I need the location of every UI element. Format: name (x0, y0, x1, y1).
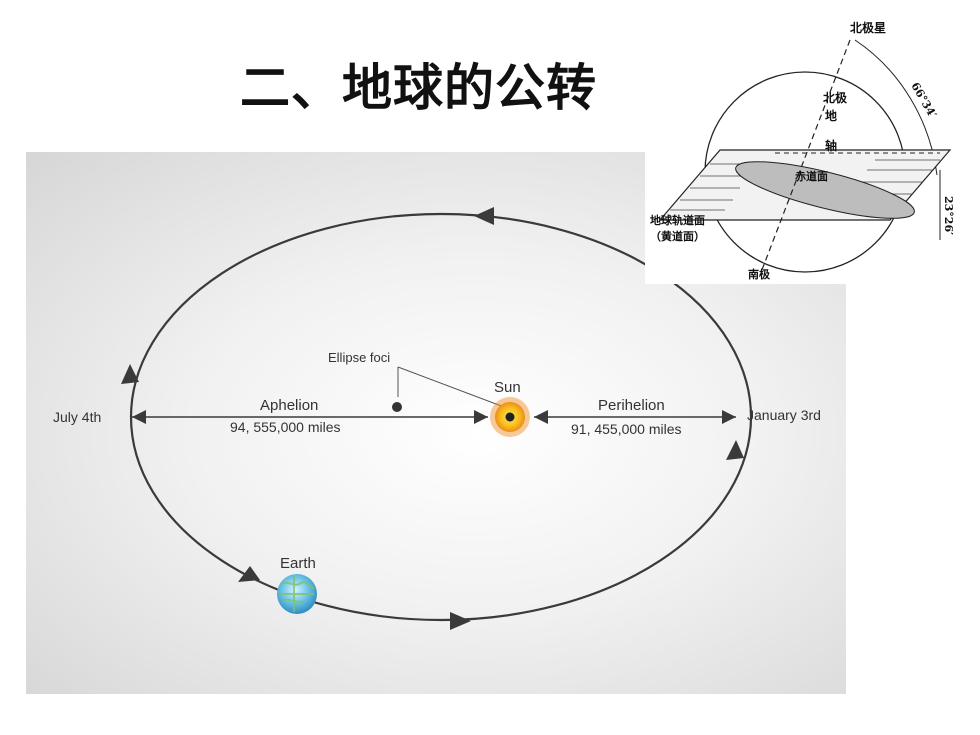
tilt-svg: 北极星 北极 地 轴 赤道面 地球轨道面 （黄道面） 南极 66°34′ 23°… (650, 20, 955, 281)
equatorial-plane (735, 161, 915, 219)
angle-b-label: 23°26′ (942, 196, 955, 235)
orbit-arrow-top (474, 207, 494, 225)
south-pole-label: 南极 (748, 267, 771, 281)
ellipse-foci-label: Ellipse foci (328, 350, 390, 365)
page-title: 二、地球的公转 (240, 59, 597, 117)
earth-tilt-diagram: 北极星 北极 地 轴 赤道面 地球轨道面 （黄道面） 南极 66°34′ 23°… (645, 10, 980, 284)
orbit-arrow-right (726, 440, 744, 460)
orbit-svg: Ellipse foci Sun Earth July 4th January … (53, 207, 821, 630)
earth-icon (277, 574, 317, 614)
sun-label: Sun (494, 379, 521, 396)
empty-focus-dot (392, 402, 402, 412)
axis-label-1: 地 (825, 108, 837, 123)
perihelion-label: Perihelion (598, 397, 665, 414)
ecliptic-plane-label: （黄道面） (650, 229, 705, 243)
orbit-arrow-left (121, 364, 139, 384)
north-star-label: 北极星 (850, 20, 886, 35)
north-pole-label: 北极 (823, 90, 848, 105)
aphelion-distance: 94, 555,000 miles (230, 419, 341, 435)
orbit-path (129, 212, 753, 622)
orbit-arrow-bottom (450, 612, 471, 630)
aphelion-label: Aphelion (260, 397, 318, 414)
axis-label-2: 轴 (825, 138, 837, 153)
july-4th-label: July 4th (53, 409, 101, 425)
foci-leader-line-2 (397, 366, 505, 408)
orbit-plane-label: 地球轨道面 (650, 213, 705, 227)
sun-icon (490, 397, 530, 437)
angle-a-label: 66°34′ (908, 80, 939, 120)
perihelion-distance: 91, 455,000 miles (571, 421, 682, 437)
earth-label: Earth (280, 555, 316, 572)
earth-axis (759, 39, 851, 276)
january-3rd-label: January 3rd (747, 407, 821, 423)
orbit-arrow-lower-left (238, 566, 260, 582)
equator-plane-label: 赤道面 (795, 169, 828, 183)
